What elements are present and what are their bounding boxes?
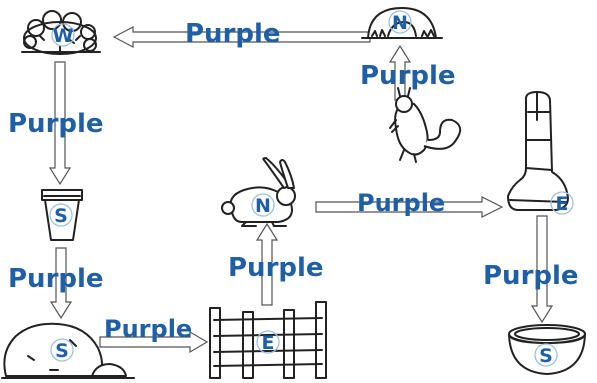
node-letter-fence: E bbox=[256, 330, 280, 354]
edge-label-flowerpot-rock: Purple bbox=[8, 264, 104, 294]
edge-label-rock-fence: Purple bbox=[104, 315, 192, 343]
squirrel-icon bbox=[389, 87, 462, 163]
rabbit-icon bbox=[221, 157, 296, 227]
arrow-bush-to-flowerpot bbox=[48, 61, 72, 186]
node-letter-boot: E bbox=[550, 191, 574, 215]
arrow-rabbit-to-boot bbox=[315, 196, 504, 218]
arrow-burrow-to-bush bbox=[112, 26, 371, 48]
arrow-rock-to-fence bbox=[99, 330, 209, 354]
node-letter-burrow: N bbox=[388, 10, 412, 34]
burrow-icon bbox=[361, 7, 443, 39]
svg-text:S: S bbox=[55, 340, 69, 362]
boot-icon bbox=[507, 91, 569, 211]
svg-text:W: W bbox=[53, 25, 74, 47]
bush-icon bbox=[21, 10, 101, 55]
edge-label-boot-bowl: Purple bbox=[483, 261, 579, 291]
node-letter-bush: W bbox=[51, 23, 75, 47]
svg-text:N: N bbox=[392, 12, 408, 34]
svg-text:E: E bbox=[556, 193, 569, 215]
edge-label-fence-rabbit: Purple bbox=[228, 253, 324, 283]
node-letter-bowl: S bbox=[534, 343, 558, 367]
arrow-flowerpot-to-rock bbox=[49, 247, 73, 320]
node-letter-rabbit: N bbox=[251, 193, 275, 217]
edge-label-squirrel-burrow: Purple bbox=[360, 61, 456, 91]
svg-text:S: S bbox=[54, 205, 68, 227]
node-letter-flowerpot: S bbox=[49, 203, 73, 227]
edge-label-burrow-bush: Purple bbox=[185, 19, 281, 49]
rock-icon bbox=[1, 322, 135, 379]
svg-text:N: N bbox=[255, 195, 271, 217]
bowl-icon bbox=[508, 324, 586, 375]
svg-text:E: E bbox=[262, 332, 275, 354]
fence-icon bbox=[209, 301, 327, 379]
arrow-fence-to-rabbit bbox=[255, 222, 279, 306]
node-letter-rock: S bbox=[50, 338, 74, 362]
svg-text:S: S bbox=[539, 345, 553, 367]
edge-label-bush-flowerpot: Purple bbox=[8, 109, 104, 139]
edge-label-rabbit-boot: Purple bbox=[357, 189, 445, 217]
arrow-squirrel-to-burrow bbox=[388, 44, 412, 101]
arrow-boot-to-bowl bbox=[530, 215, 554, 324]
